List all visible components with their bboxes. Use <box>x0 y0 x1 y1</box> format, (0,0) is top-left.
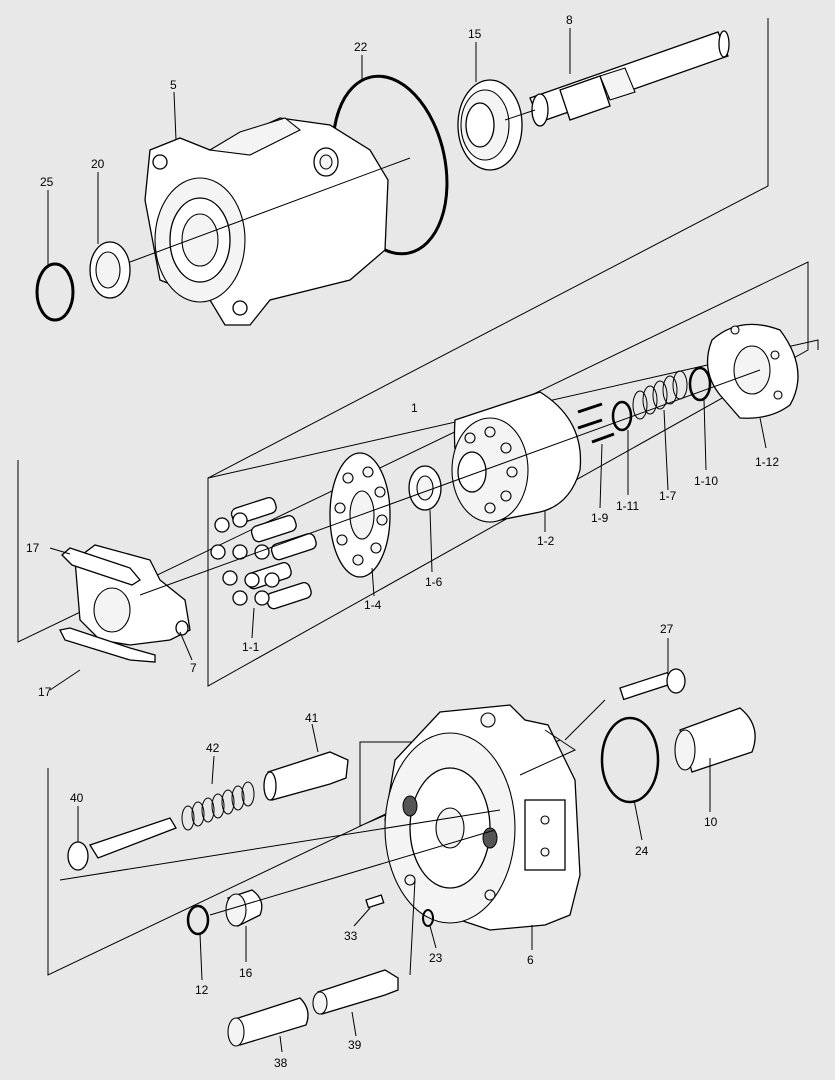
callout-20: 20 <box>91 157 105 171</box>
callout-16: 16 <box>239 966 253 980</box>
callout-6: 6 <box>527 953 534 967</box>
callout-1-12: 1-12 <box>755 455 779 469</box>
part-valve-plate <box>706 323 799 419</box>
callout-1-6: 1-6 <box>425 575 443 589</box>
part-retaining-ring <box>35 262 75 322</box>
part-bolt <box>619 668 686 701</box>
axis-line-shaft <box>504 109 536 121</box>
axis-line-top <box>129 157 411 263</box>
axis-line-lower-e <box>519 729 577 776</box>
part-shaft-seal <box>89 241 131 299</box>
callout-1-9: 1-9 <box>591 511 609 525</box>
callout-7: 7 <box>190 661 197 675</box>
callout-22: 22 <box>354 40 368 54</box>
part-sleeve <box>227 997 309 1047</box>
callout-42: 42 <box>206 741 220 755</box>
axis-line-lower-d <box>564 699 606 741</box>
part-valve-spring <box>181 781 255 831</box>
callout-1-10: 1-10 <box>694 474 718 488</box>
part-valve-spool <box>67 817 177 871</box>
callout-23: 23 <box>429 951 443 965</box>
axis-line-lower-b <box>59 809 501 881</box>
axis-line-lower-a <box>209 829 496 916</box>
callout-41: 41 <box>305 711 319 725</box>
callout-1-4: 1-4 <box>364 598 382 612</box>
part-needle-bearing <box>225 889 263 927</box>
callout-5: 5 <box>170 78 177 92</box>
callout-38: 38 <box>274 1056 288 1070</box>
part-o-ring-port <box>600 716 660 804</box>
callout-17-upper: 17 <box>26 541 40 555</box>
part-piston-set <box>210 497 317 610</box>
callout-40: 40 <box>70 791 84 805</box>
leader-lines <box>47 28 767 1053</box>
part-pins <box>577 402 615 444</box>
part-cylinder-block <box>451 391 582 523</box>
part-snap-ring <box>688 366 712 402</box>
callout-39: 39 <box>348 1038 362 1052</box>
part-pin <box>365 894 385 909</box>
callout-15: 15 <box>468 27 482 41</box>
callout-1-11: 1-11 <box>616 499 639 513</box>
part-ring-small <box>611 400 633 432</box>
callout-24: 24 <box>635 844 649 858</box>
part-shaft <box>529 30 730 127</box>
callout-1-7: 1-7 <box>659 489 677 503</box>
callout-17-lower: 17 <box>38 685 52 699</box>
part-spherical-bushing <box>408 465 442 511</box>
callout-1-2: 1-2 <box>537 534 555 548</box>
part-half-bearing-lower <box>59 627 156 663</box>
part-plug <box>674 707 756 773</box>
part-o-ring-small <box>422 909 434 927</box>
part-valve-sleeve <box>263 751 349 801</box>
part-half-bearing-upper <box>61 547 141 586</box>
callout-1: 1 <box>411 401 418 415</box>
part-plunger <box>312 969 399 1015</box>
callout-25: 25 <box>40 175 54 189</box>
part-end-cover <box>384 704 581 931</box>
part-spring <box>632 370 688 420</box>
callout-1-1: 1-1 <box>242 640 260 654</box>
callout-12: 12 <box>195 983 209 997</box>
part-housing <box>144 117 389 326</box>
axis-line-lower-c <box>409 879 416 976</box>
callout-27: 27 <box>660 622 674 636</box>
part-bearing <box>457 79 523 171</box>
callout-10: 10 <box>704 815 718 829</box>
axis-line-middle <box>139 369 761 596</box>
part-ring-bearing <box>186 904 210 936</box>
frame-rotating-group <box>207 339 819 479</box>
callout-33: 33 <box>344 929 358 943</box>
callout-8: 8 <box>566 13 573 27</box>
